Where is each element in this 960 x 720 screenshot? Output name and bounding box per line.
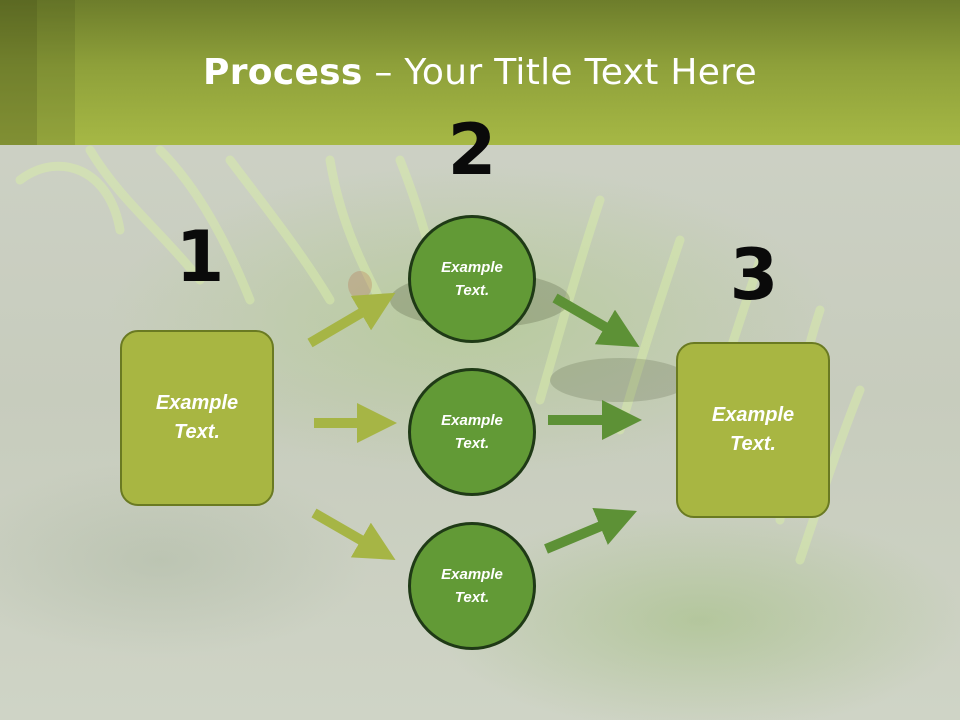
circle-label: Example Text. (441, 259, 503, 299)
arrow-1-to-top (307, 292, 396, 348)
step-2-circle-top: Example Text. (408, 215, 536, 343)
page-title: Process – Your Title Text Here (0, 52, 960, 93)
circle-label: Example Text. (441, 566, 503, 606)
arrow-bottom-to-3 (544, 507, 637, 554)
step-2-circle-bottom: Example Text. (408, 522, 536, 650)
circle-label: Example Text. (441, 412, 503, 452)
header-band (0, 0, 960, 145)
step-3-box: Example Text. (676, 342, 830, 518)
step-1-box: Example Text. (120, 330, 274, 506)
title-rest: – Your Title Text Here (362, 52, 757, 93)
arrow-top-to-3 (552, 293, 640, 348)
arrow-1-to-bottom (311, 508, 396, 560)
header-stripe (0, 0, 37, 145)
step-number-3: 3 (729, 234, 779, 316)
step-3-box-label: Example Text. (711, 404, 795, 455)
header-stripe (37, 0, 75, 145)
step-number-2: 2 (447, 109, 497, 191)
step-2-circle-middle: Example Text. (408, 368, 536, 496)
step-number-1: 1 (175, 216, 225, 298)
step-1-box-label: Example Text. (155, 392, 239, 443)
title-bold: Process (203, 52, 363, 93)
